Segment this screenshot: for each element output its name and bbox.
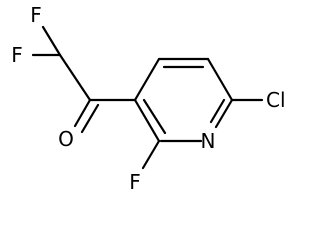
- bond-ring-c5-c6: [206, 57, 234, 102]
- bond-chf2-carbonyl: [58, 53, 92, 102]
- bond-ring-c6-n-outer: [214, 98, 234, 129]
- molecule-structure: F F O N Cl F: [11, 3, 285, 194]
- bond-ring-c6-n-inner: [209, 98, 226, 124]
- atom-f-ring: F: [129, 170, 141, 194]
- atom-f-top: F: [30, 3, 42, 27]
- bond-ring-c2-f: [141, 139, 161, 170]
- bond-chf2-f-top: [41, 25, 62, 57]
- bond-ring-c3-c4: [133, 57, 161, 102]
- bond-ring-c2-c3-inner: [142, 98, 167, 135]
- atom-f-left: F: [11, 43, 23, 67]
- atom-o-carbonyl: O: [58, 127, 74, 151]
- bond-set: [31, 25, 264, 170]
- atom-label-set: F F O N Cl F: [11, 3, 285, 194]
- bond-carbonyl-o-outer: [73, 98, 92, 128]
- bond-carbonyl-o-inner: [80, 103, 100, 134]
- atom-cl: Cl: [266, 88, 286, 112]
- bond-ring-c2-c3-outer: [133, 98, 161, 143]
- atom-n-ring: N: [201, 129, 216, 153]
